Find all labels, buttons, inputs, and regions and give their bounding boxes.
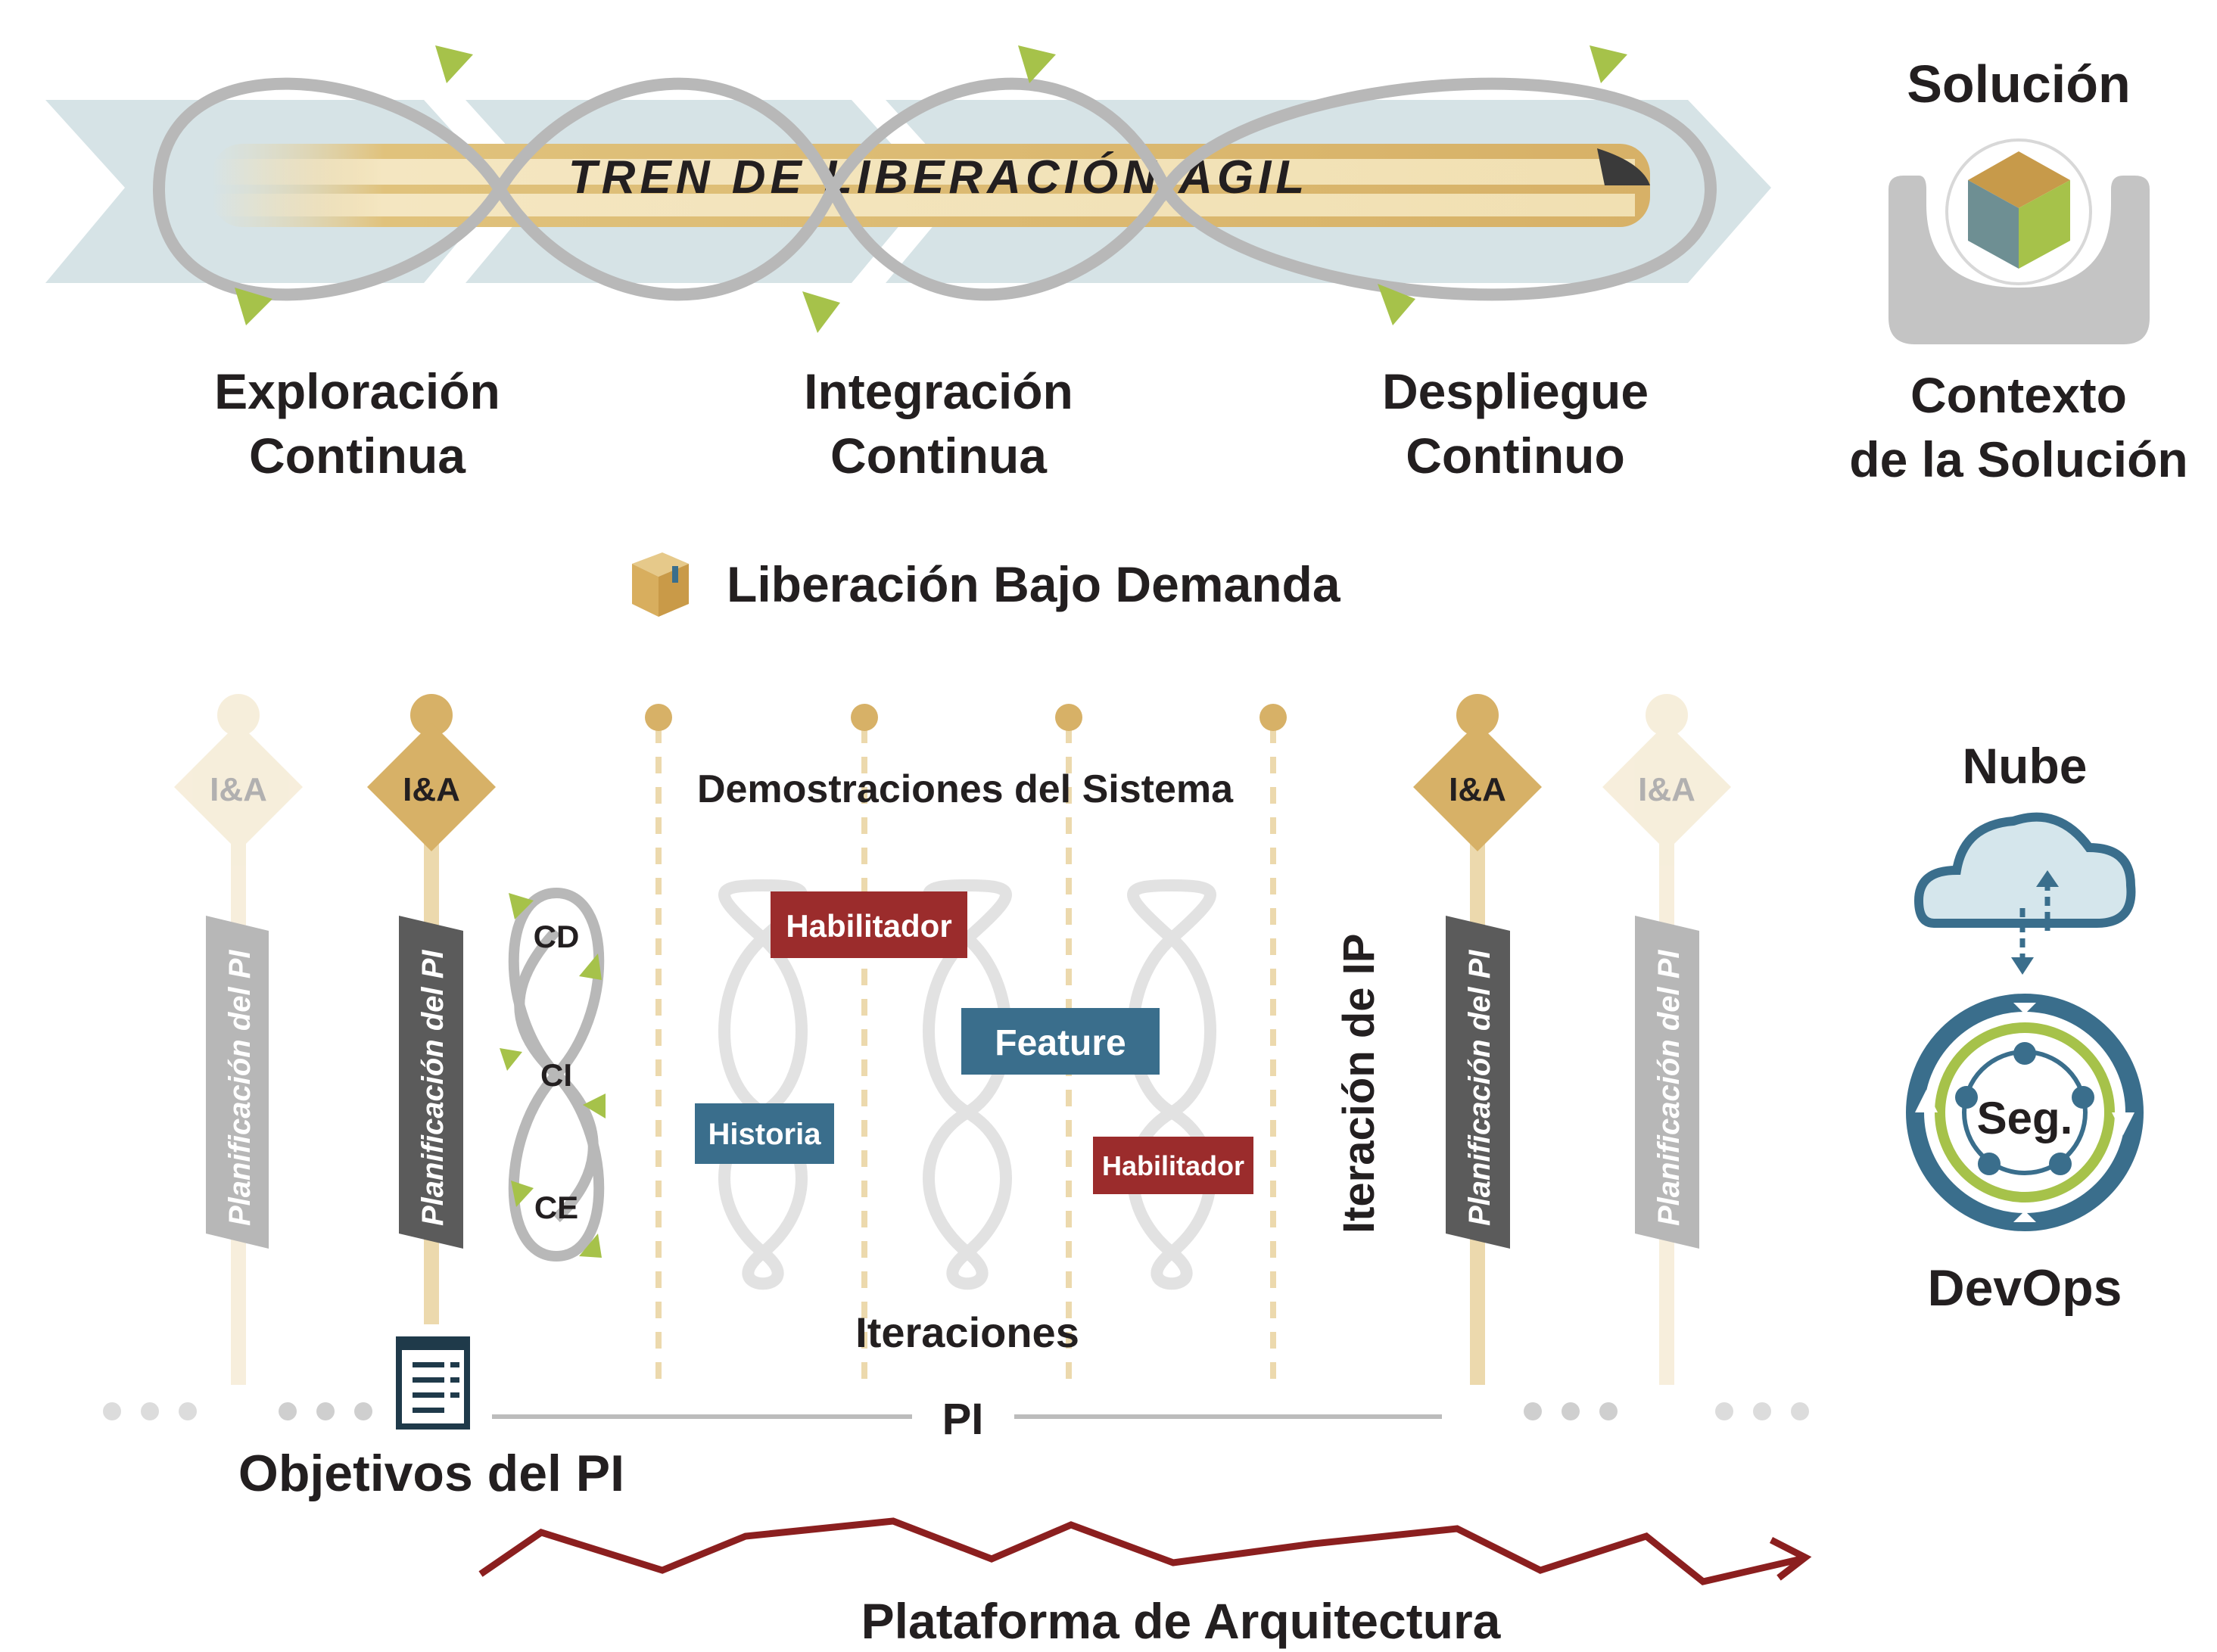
cube-top-icon: [1968, 151, 2070, 208]
enabler-label-2: Habilitador: [1102, 1150, 1244, 1181]
deployment-label-2: Continuo: [1406, 428, 1625, 484]
cube-right-icon: [2019, 180, 2070, 269]
loop-label-ce: CE: [534, 1190, 578, 1225]
enabler-tag-2: Habilitador: [1093, 1137, 1253, 1194]
pi-planning-banner-far-left: Planificación del PI: [206, 916, 269, 1249]
pi-planning-text-far-left: Planificación del PI: [223, 950, 257, 1226]
enabler-label-1: Habilitador: [786, 908, 951, 944]
devops-security-icon: [1906, 994, 2144, 1231]
system-demos-label: Demostraciones del Sistema: [697, 767, 1234, 811]
cube-left-icon: [1968, 180, 2019, 269]
enabler-tag-1: Habilitador: [771, 891, 967, 958]
security-label: Seg.: [1977, 1093, 2073, 1143]
ia-label-right: I&A: [1449, 771, 1506, 808]
architectural-runway-label: Plataforma de Arquitectura: [861, 1593, 1502, 1649]
cloud-label: Nube: [1963, 738, 2088, 794]
agile-release-train: TREN DE LIBERACIÓN ÁGIL: [212, 144, 1650, 227]
exploration-label-1: Exploración: [214, 363, 500, 419]
iterations-label: Iteraciones: [855, 1308, 1079, 1356]
pi-label: PI: [942, 1395, 984, 1444]
ia-label-far-right: I&A: [1638, 771, 1695, 808]
deployment-label-1: Despliegue: [1382, 363, 1649, 419]
document-icon: [396, 1336, 470, 1430]
devops-ring-notch-2: [2112, 1112, 2134, 1135]
devops-ring-notch-3: [2013, 1003, 2036, 1014]
exploration-label-2: Continua: [249, 428, 466, 484]
loop-label-cd: CD: [534, 919, 580, 954]
story-tag: Historia: [695, 1103, 834, 1164]
loop-label-ci: CI: [540, 1057, 572, 1093]
architectural-runway-line: [478, 1517, 1812, 1585]
story-label: Historia: [708, 1118, 822, 1151]
ia-label-left: I&A: [403, 771, 460, 808]
pi-planning-banner-left: Planificación del PI: [399, 916, 463, 1249]
release-on-demand-label: Liberación Bajo Demanda: [727, 556, 1341, 612]
pi-planning-banner-far-right: Planificación del PI: [1635, 916, 1699, 1249]
solution-context-1: Contexto: [1910, 367, 2127, 423]
pi-planning-text-left: Planificación del PI: [416, 950, 450, 1226]
integration-label-2: Continua: [830, 428, 1048, 484]
pi-planning-text-far-right: Planificación del PI: [1652, 950, 1686, 1226]
ip-iteration-label: Iteración de IP: [1334, 934, 1384, 1234]
loop-arrow-icons: [235, 45, 1627, 333]
solution-context-2: de la Solución: [1849, 431, 2187, 487]
solution-context-icon: [1888, 138, 2150, 344]
pi-planning-banner-right: Planificación del PI: [1446, 916, 1510, 1249]
devops-label: DevOps: [1928, 1259, 2122, 1317]
cd-ci-ce-loop: [508, 887, 605, 1262]
continuous-delivery-loop: [152, 77, 1717, 301]
cloud-icon: [1913, 812, 2136, 975]
ia-label-far-left: I&A: [210, 771, 267, 808]
integration-label-1: Integración: [804, 363, 1073, 419]
solution-title: Solución: [1907, 54, 2131, 114]
devops-ring-notch-4: [2013, 1211, 2036, 1222]
feature-tag: Feature: [961, 1008, 1160, 1075]
pi-timeline: [103, 1402, 1809, 1420]
cd-ci-ce-arrow-icons: [500, 893, 606, 1258]
pi-planning-text-right: Planificación del PI: [1463, 950, 1496, 1226]
devops-ring-notch-1: [1915, 1090, 1938, 1112]
pi-objectives-label: Objetivos del PI: [238, 1445, 624, 1502]
feature-label: Feature: [995, 1023, 1126, 1063]
train-nose: [1597, 148, 1650, 185]
box-icon: [632, 552, 689, 617]
